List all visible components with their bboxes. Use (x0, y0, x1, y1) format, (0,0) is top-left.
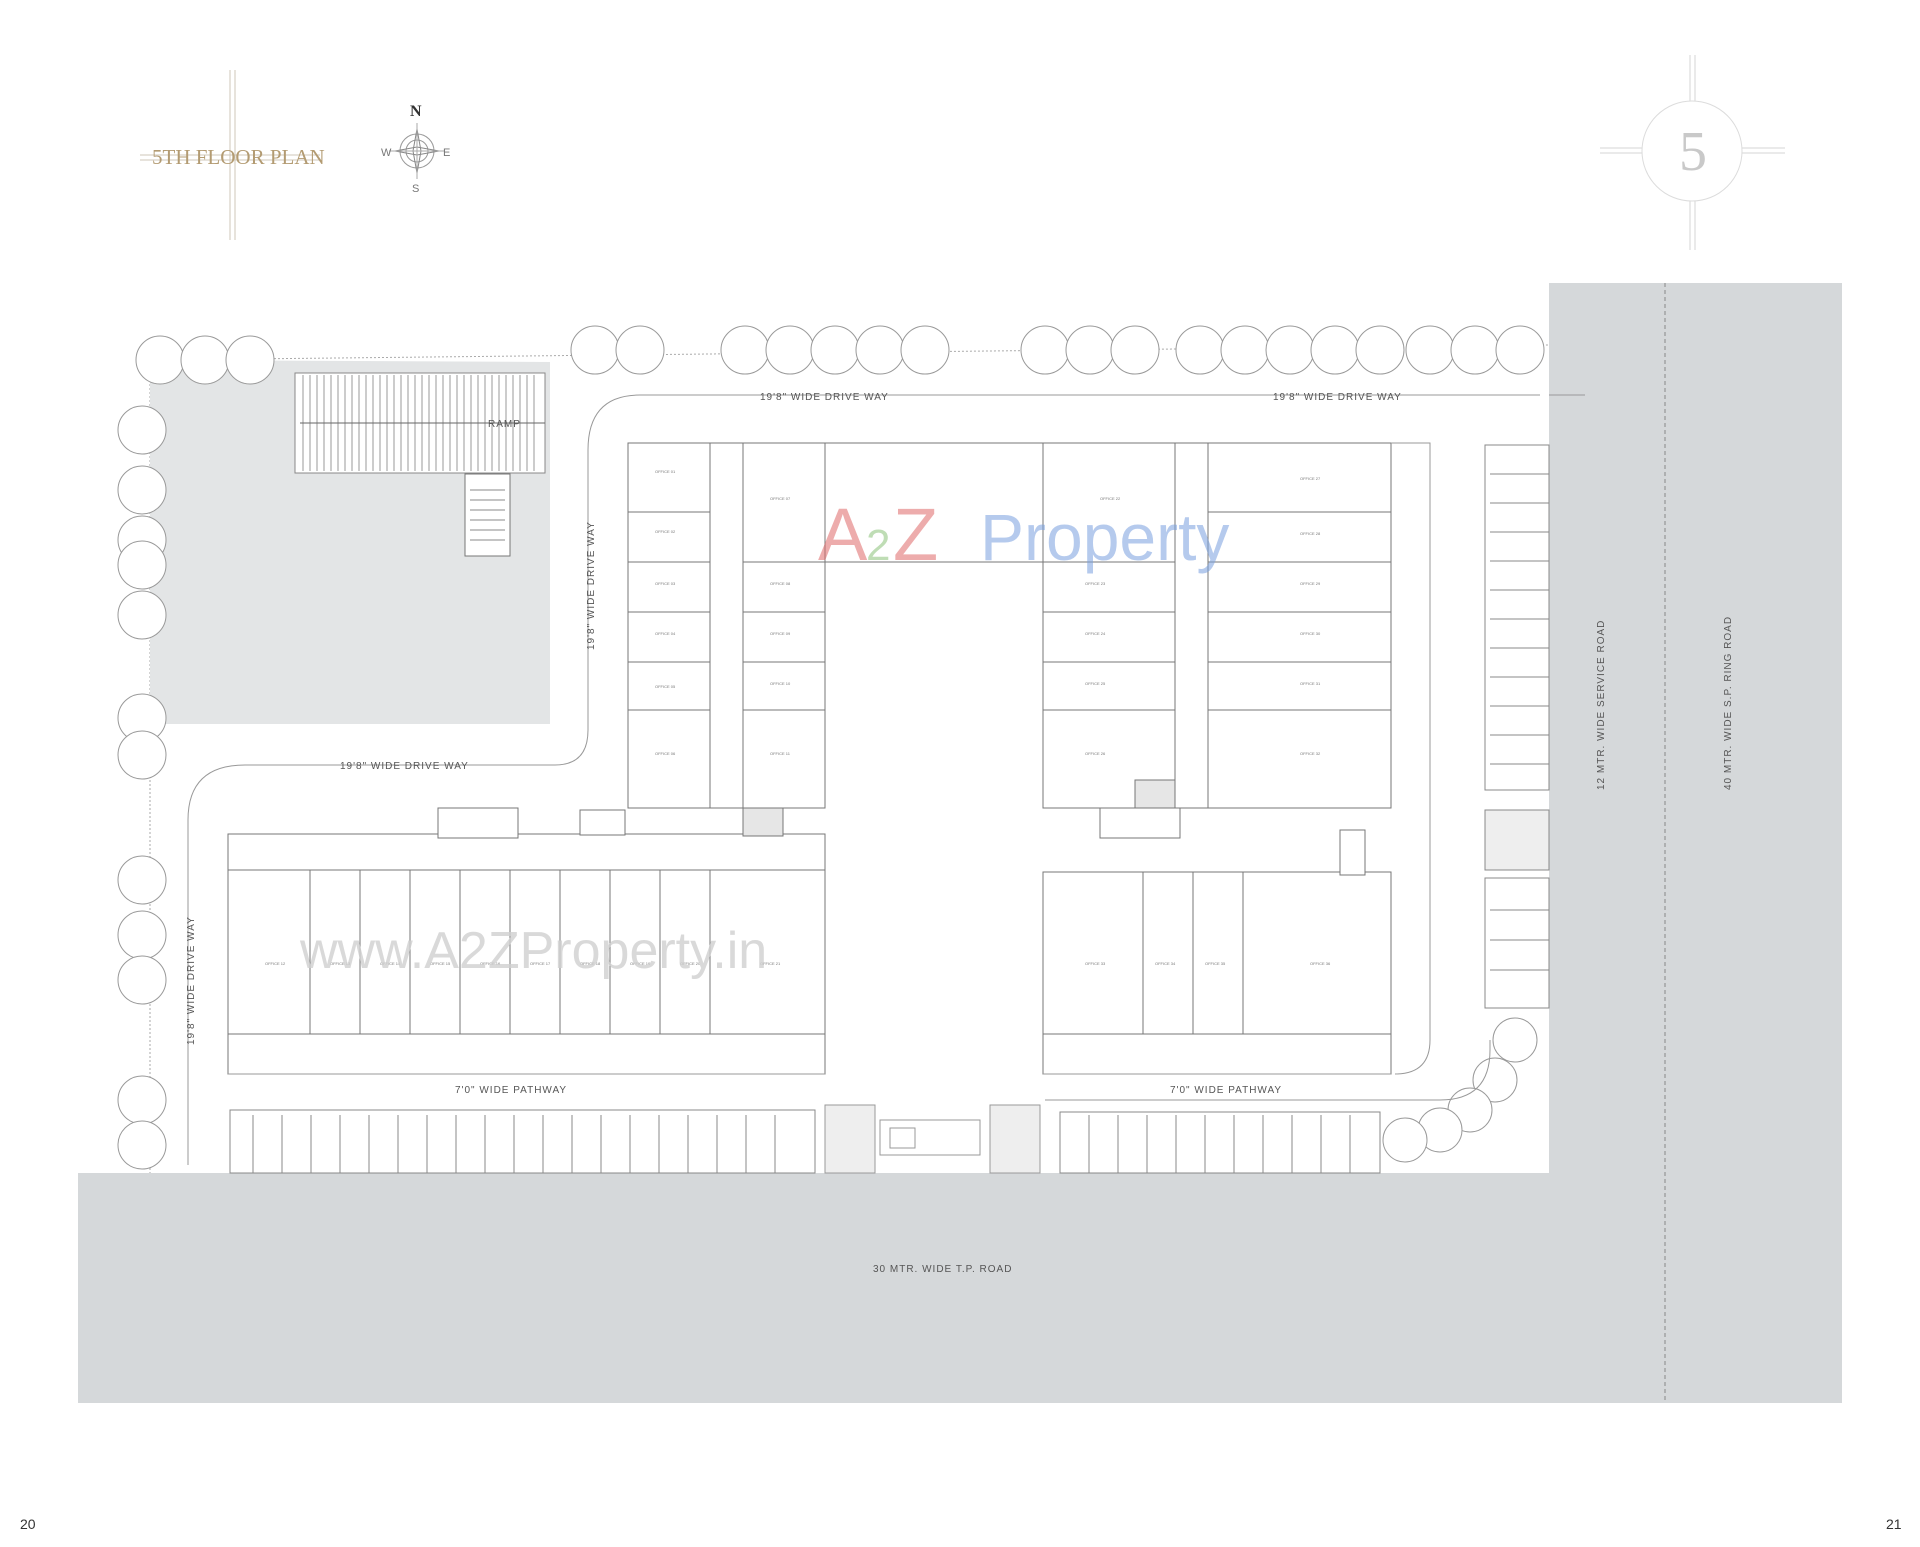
svg-text:OFFICE 06: OFFICE 06 (655, 751, 676, 756)
svg-text:OFFICE 03: OFFICE 03 (655, 581, 676, 586)
svg-text:OFFICE 09: OFFICE 09 (770, 631, 791, 636)
svg-text:OFFICE 29: OFFICE 29 (1300, 581, 1321, 586)
parking-bays-right (1484, 444, 1550, 1009)
svg-text:OFFICE 27: OFFICE 27 (1300, 476, 1321, 481)
svg-text:OFFICE 05: OFFICE 05 (655, 684, 676, 689)
svg-text:OFFICE 31: OFFICE 31 (1300, 681, 1321, 686)
service-and-ring-road (1549, 283, 1842, 1403)
trees (117, 325, 1545, 1170)
floor-plan-title: 5TH FLOOR PLAN (152, 145, 325, 169)
right-south-block (1042, 807, 1392, 1075)
svg-text:OFFICE 28: OFFICE 28 (1300, 531, 1321, 536)
entrance-gates (824, 1104, 1041, 1174)
compass-east: E (443, 147, 450, 159)
svg-text:OFFICE 16: OFFICE 16 (480, 961, 501, 966)
svg-text:OFFICE 35: OFFICE 35 (1205, 961, 1226, 966)
svg-text:OFFICE 13: OFFICE 13 (330, 961, 351, 966)
ring-road-label: 40 MTR. WIDE S.P. RING ROAD (1723, 616, 1734, 790)
pathway-left-label: 7'0" WIDE PATHWAY (455, 1085, 567, 1096)
compass-south: S (412, 183, 419, 195)
svg-text:OFFICE 25: OFFICE 25 (1085, 681, 1106, 686)
compass-icon (389, 123, 445, 179)
svg-text:OFFICE 34: OFFICE 34 (1155, 961, 1176, 966)
svg-text:OFFICE 18: OFFICE 18 (580, 961, 601, 966)
left-north-wing-units: OFFICE 01 OFFICE 02 OFFICE 03 OFFICE 04 … (655, 469, 791, 756)
svg-text:OFFICE 24: OFFICE 24 (1085, 631, 1106, 636)
svg-text:OFFICE 33: OFFICE 33 (1085, 961, 1106, 966)
drive-way-vertical-lower-label: 19'8" WIDE DRIVE WAY (186, 916, 197, 1045)
right-north-wing-units: OFFICE 22 OFFICE 23 OFFICE 24 OFFICE 25 … (1085, 476, 1321, 756)
svg-text:OFFICE 17: OFFICE 17 (530, 961, 551, 966)
svg-text:OFFICE 11: OFFICE 11 (770, 751, 791, 756)
svg-text:OFFICE 20: OFFICE 20 (680, 961, 701, 966)
svg-text:Property: Property (980, 500, 1229, 574)
right-south-block-units: OFFICE 33 OFFICE 34 OFFICE 35 OFFICE 36 (1085, 961, 1331, 966)
left-north-wing (627, 442, 1045, 809)
svg-text:OFFICE 04: OFFICE 04 (655, 631, 676, 636)
page-number-right: 21 (1886, 1516, 1902, 1532)
tp-road-label: 30 MTR. WIDE T.P. ROAD (873, 1264, 1012, 1275)
svg-text:OFFICE 07: OFFICE 07 (770, 496, 791, 501)
svg-text:OFFICE 10: OFFICE 10 (770, 681, 791, 686)
svg-text:OFFICE 32: OFFICE 32 (1300, 751, 1321, 756)
url-watermark: www.A2ZProperty.in (299, 922, 767, 980)
a2z-watermark-logo: A 2 Z Property (818, 493, 1229, 576)
drive-way-top-right-label: 19'8" WIDE DRIVE WAY (1273, 392, 1402, 403)
floor-number: 5 (1679, 121, 1707, 183)
svg-text:A: A (818, 493, 868, 576)
ramp-label: RAMP (488, 419, 521, 430)
left-south-block (227, 807, 826, 1075)
floor-number-ornament (1600, 55, 1785, 250)
parking-bays-bottom-right (1059, 1111, 1381, 1174)
drive-way-top-left-label: 19'8" WIDE DRIVE WAY (760, 392, 889, 403)
svg-text:OFFICE 02: OFFICE 02 (655, 529, 676, 534)
svg-text:OFFICE 01: OFFICE 01 (655, 469, 676, 474)
svg-text:2: 2 (866, 521, 890, 570)
drive-way-paths (187, 394, 1585, 1165)
svg-text:OFFICE 14: OFFICE 14 (380, 961, 401, 966)
svg-text:OFFICE 30: OFFICE 30 (1300, 631, 1321, 636)
compass-west: W (381, 147, 392, 159)
title-ornament (140, 70, 320, 240)
drive-way-middle-label: 19'8" WIDE DRIVE WAY (340, 761, 469, 772)
svg-text:Z: Z (893, 493, 938, 576)
svg-text:OFFICE 19: OFFICE 19 (630, 961, 651, 966)
svg-text:OFFICE 23: OFFICE 23 (1085, 581, 1106, 586)
service-road-label: 12 MTR. WIDE SERVICE ROAD (1596, 620, 1607, 790)
ramp-area (150, 360, 550, 724)
svg-text:OFFICE 26: OFFICE 26 (1085, 751, 1106, 756)
compass-north: N (410, 103, 422, 120)
svg-text:OFFICE 08: OFFICE 08 (770, 581, 791, 586)
svg-text:OFFICE 12: OFFICE 12 (265, 961, 286, 966)
tp-road (78, 1173, 1842, 1403)
svg-text:OFFICE 21: OFFICE 21 (760, 961, 781, 966)
drive-way-vertical-upper-label: 19'8" WIDE DRIVE WAY (586, 521, 597, 650)
svg-text:OFFICE 15: OFFICE 15 (430, 961, 451, 966)
left-south-block-units: OFFICE 12 OFFICE 13 OFFICE 14 OFFICE 15 … (265, 961, 781, 966)
svg-text:OFFICE 22: OFFICE 22 (1100, 496, 1121, 501)
pathway-edges (228, 442, 1491, 1101)
pathway-right-label: 7'0" WIDE PATHWAY (1170, 1085, 1282, 1096)
parking-bays-bottom-left (229, 1109, 816, 1174)
svg-text:OFFICE 36: OFFICE 36 (1310, 961, 1331, 966)
page-number-left: 20 (20, 1516, 36, 1532)
